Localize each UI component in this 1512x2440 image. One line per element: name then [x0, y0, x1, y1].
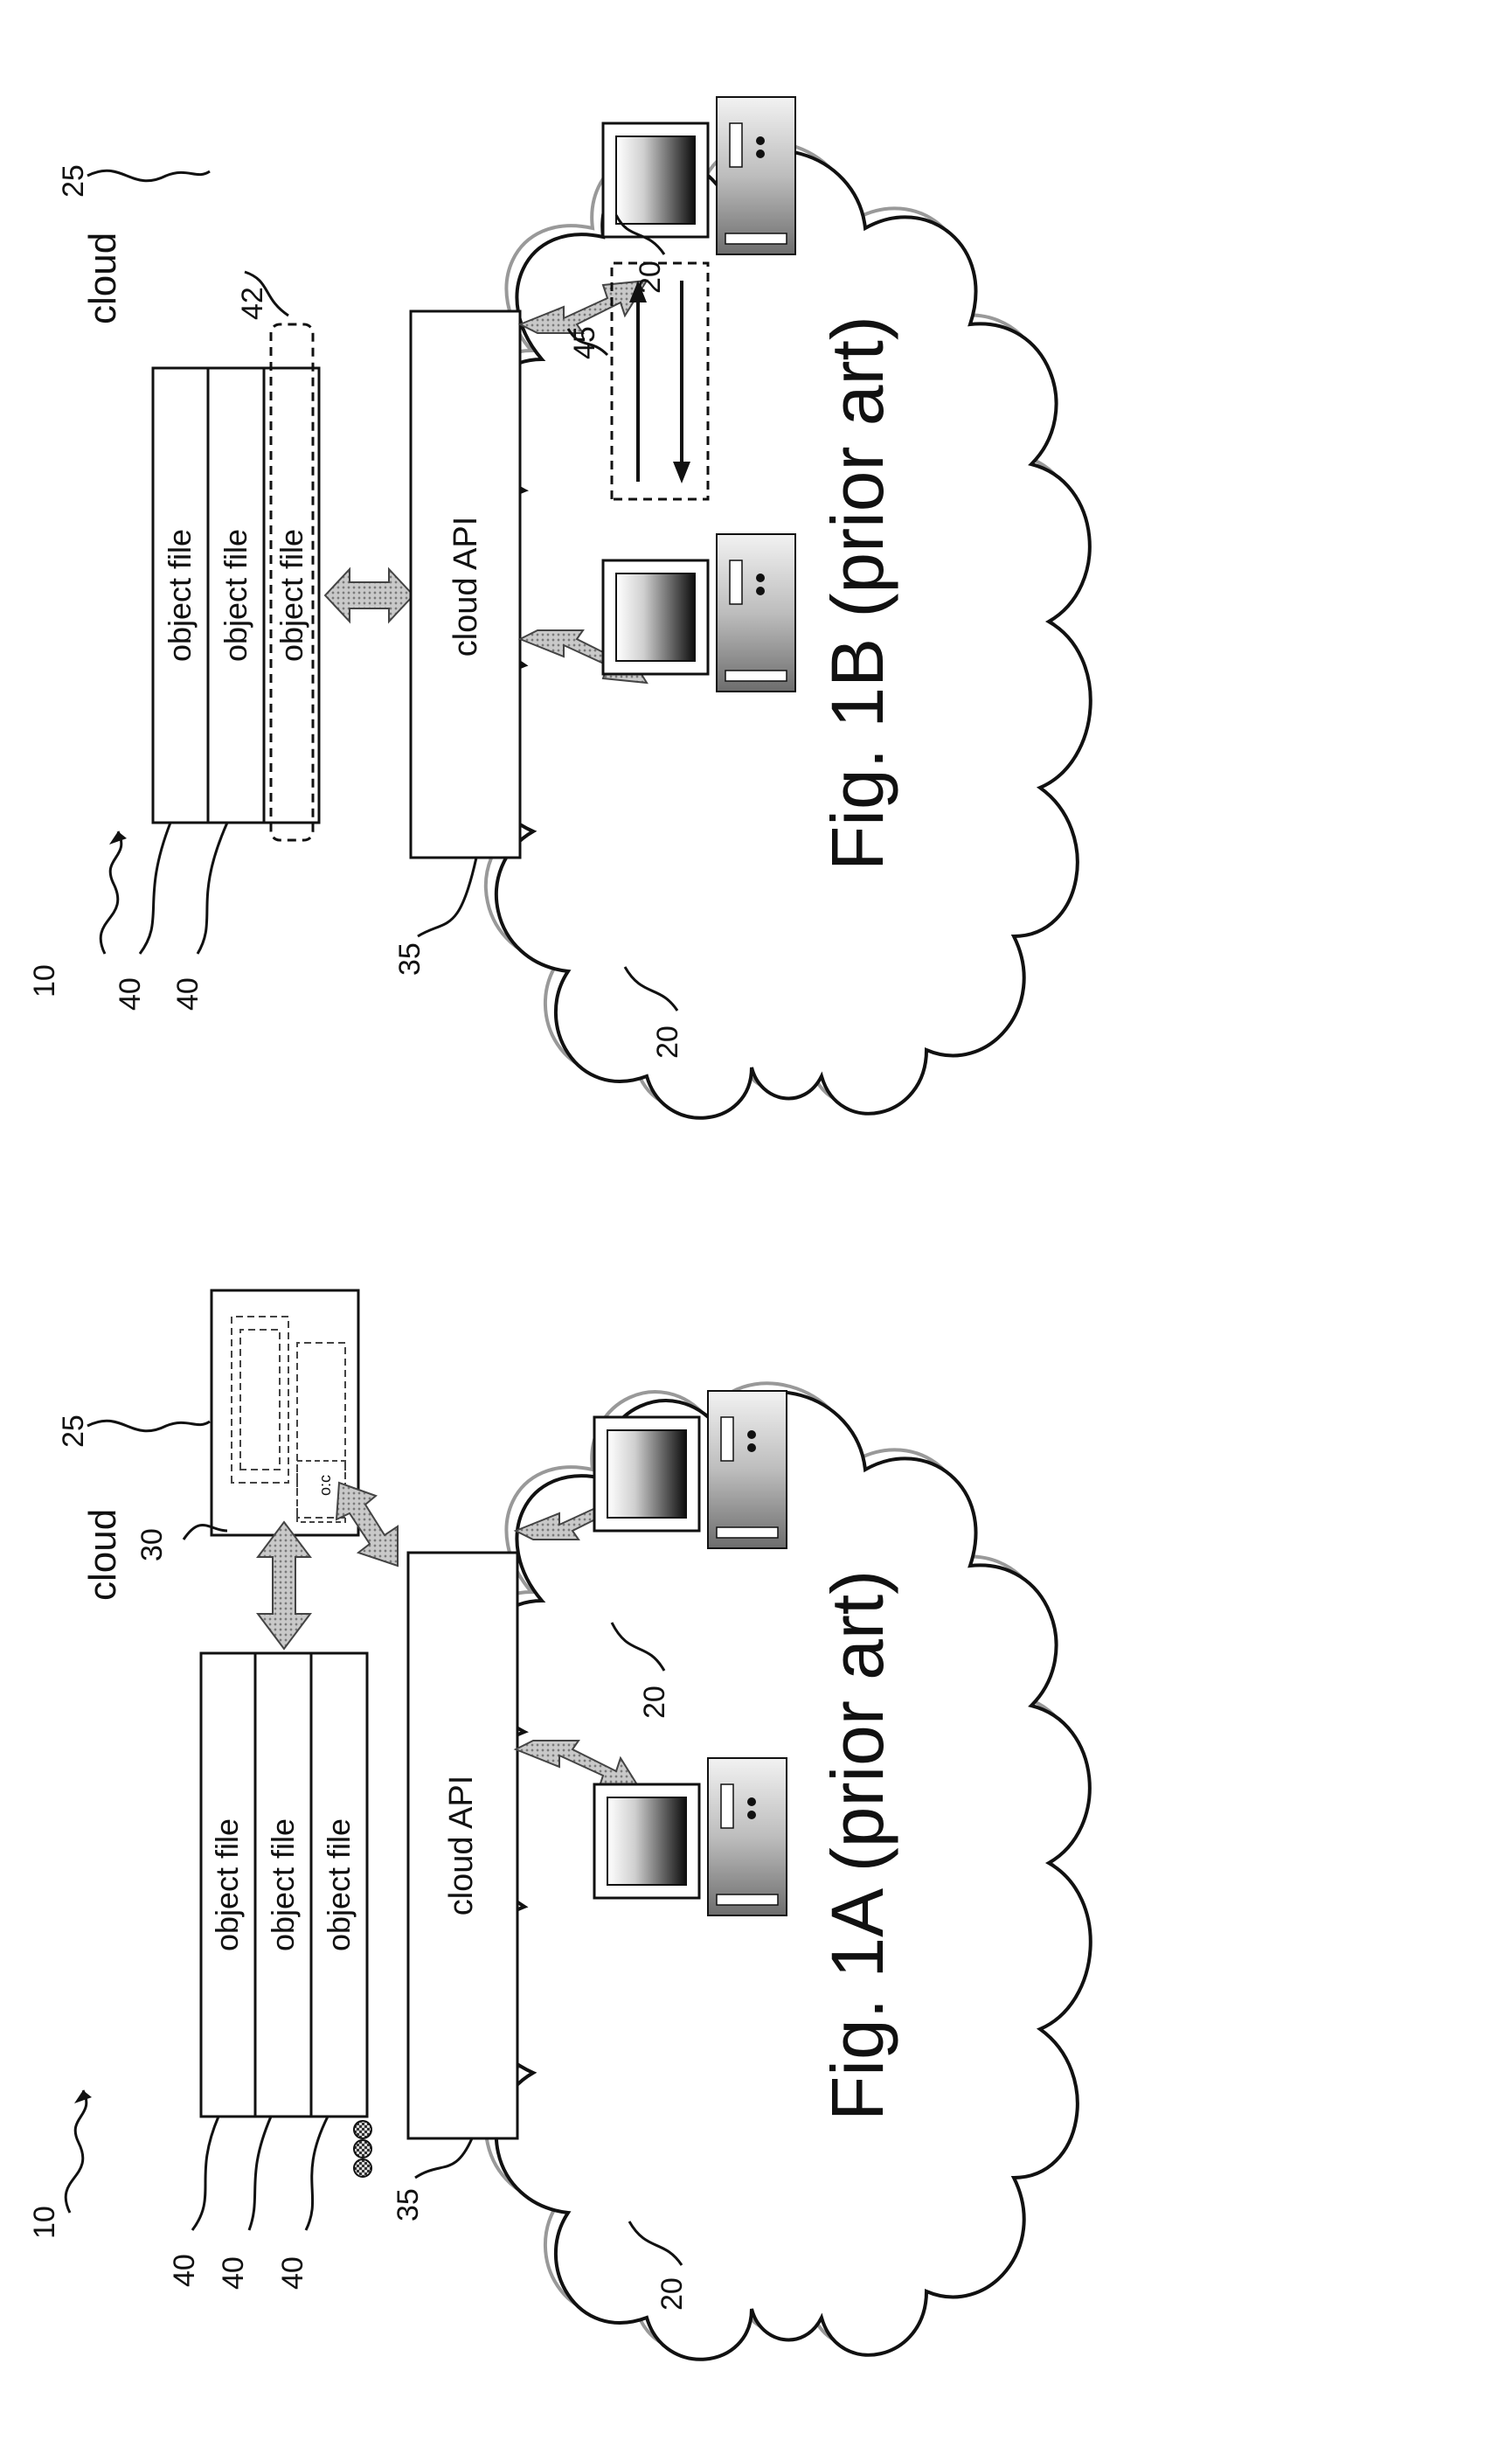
leader-arrow-system — [66, 2090, 87, 2213]
double-arrow-icon — [325, 569, 413, 622]
object-file-label: object file — [209, 1818, 245, 1951]
leader-line-cloud — [87, 170, 210, 181]
figure-title: Fig. 1B (prior art) — [816, 316, 898, 871]
ref-cloud-25: 25 — [57, 1415, 90, 1448]
ref-api-35: 35 — [392, 2188, 425, 2221]
connector-dot — [354, 2159, 371, 2177]
leader-arrow-system — [101, 831, 121, 954]
cloud-label: cloud — [81, 233, 124, 324]
ref-cloud-25: 25 — [57, 164, 90, 198]
arrowhead-icon — [109, 831, 127, 845]
ref-system-10: 10 — [28, 964, 61, 998]
leader-line — [140, 823, 170, 954]
ref-object-40: 40 — [168, 2254, 201, 2287]
ref-client-20: 20 — [651, 1025, 684, 1059]
leader-line — [192, 2117, 218, 2230]
object-file-label: object file — [321, 1818, 357, 1951]
object-file-stack: object file object file object file — [153, 368, 319, 823]
ref-client-20: 20 — [655, 2277, 689, 2311]
cloud-label: cloud — [81, 1509, 124, 1601]
leader-line — [249, 2117, 271, 2230]
leader-line — [306, 2117, 328, 2230]
double-arrow-icon — [258, 1522, 310, 1649]
figure-1b: cloud 25 10 object file object file obje… — [28, 97, 1091, 1118]
ref-client-20: 20 — [638, 1686, 671, 1719]
ref-object-40: 40 — [276, 2256, 309, 2290]
leader-line-cloud — [87, 1421, 210, 1431]
object-file-label: object file — [162, 529, 198, 662]
server-inner-label: o:c — [316, 1475, 334, 1496]
object-file-label: object file — [274, 529, 309, 662]
ref-object-40: 40 — [217, 2256, 250, 2290]
cloud-api-label: cloud API — [443, 1776, 480, 1916]
ref-object-40: 40 — [171, 977, 205, 1011]
figure-title: Fig. 1A (prior art) — [816, 1570, 898, 2121]
cloud-api-label: cloud API — [447, 517, 484, 657]
object-file-label: object file — [265, 1818, 301, 1951]
arrowhead-icon — [74, 2090, 92, 2103]
ref-object-40: 40 — [114, 977, 147, 1011]
object-file-label: object file — [218, 529, 253, 662]
figure-1a: cloud 25 10 object file object file obje… — [28, 1290, 1091, 2360]
connector-dot — [354, 2140, 371, 2158]
leader-line — [418, 858, 476, 936]
leader-line — [415, 2138, 472, 2178]
ref-server-30: 30 — [135, 1528, 169, 1561]
ref-selection-42: 42 — [236, 287, 269, 320]
object-file-stack: object file object file object file — [201, 1653, 367, 2117]
leader-line — [198, 823, 227, 954]
ref-api-35: 35 — [393, 942, 427, 976]
ref-system-10: 10 — [28, 2206, 61, 2239]
connector-dot — [354, 2121, 371, 2138]
server-box: o:c — [212, 1290, 358, 1535]
